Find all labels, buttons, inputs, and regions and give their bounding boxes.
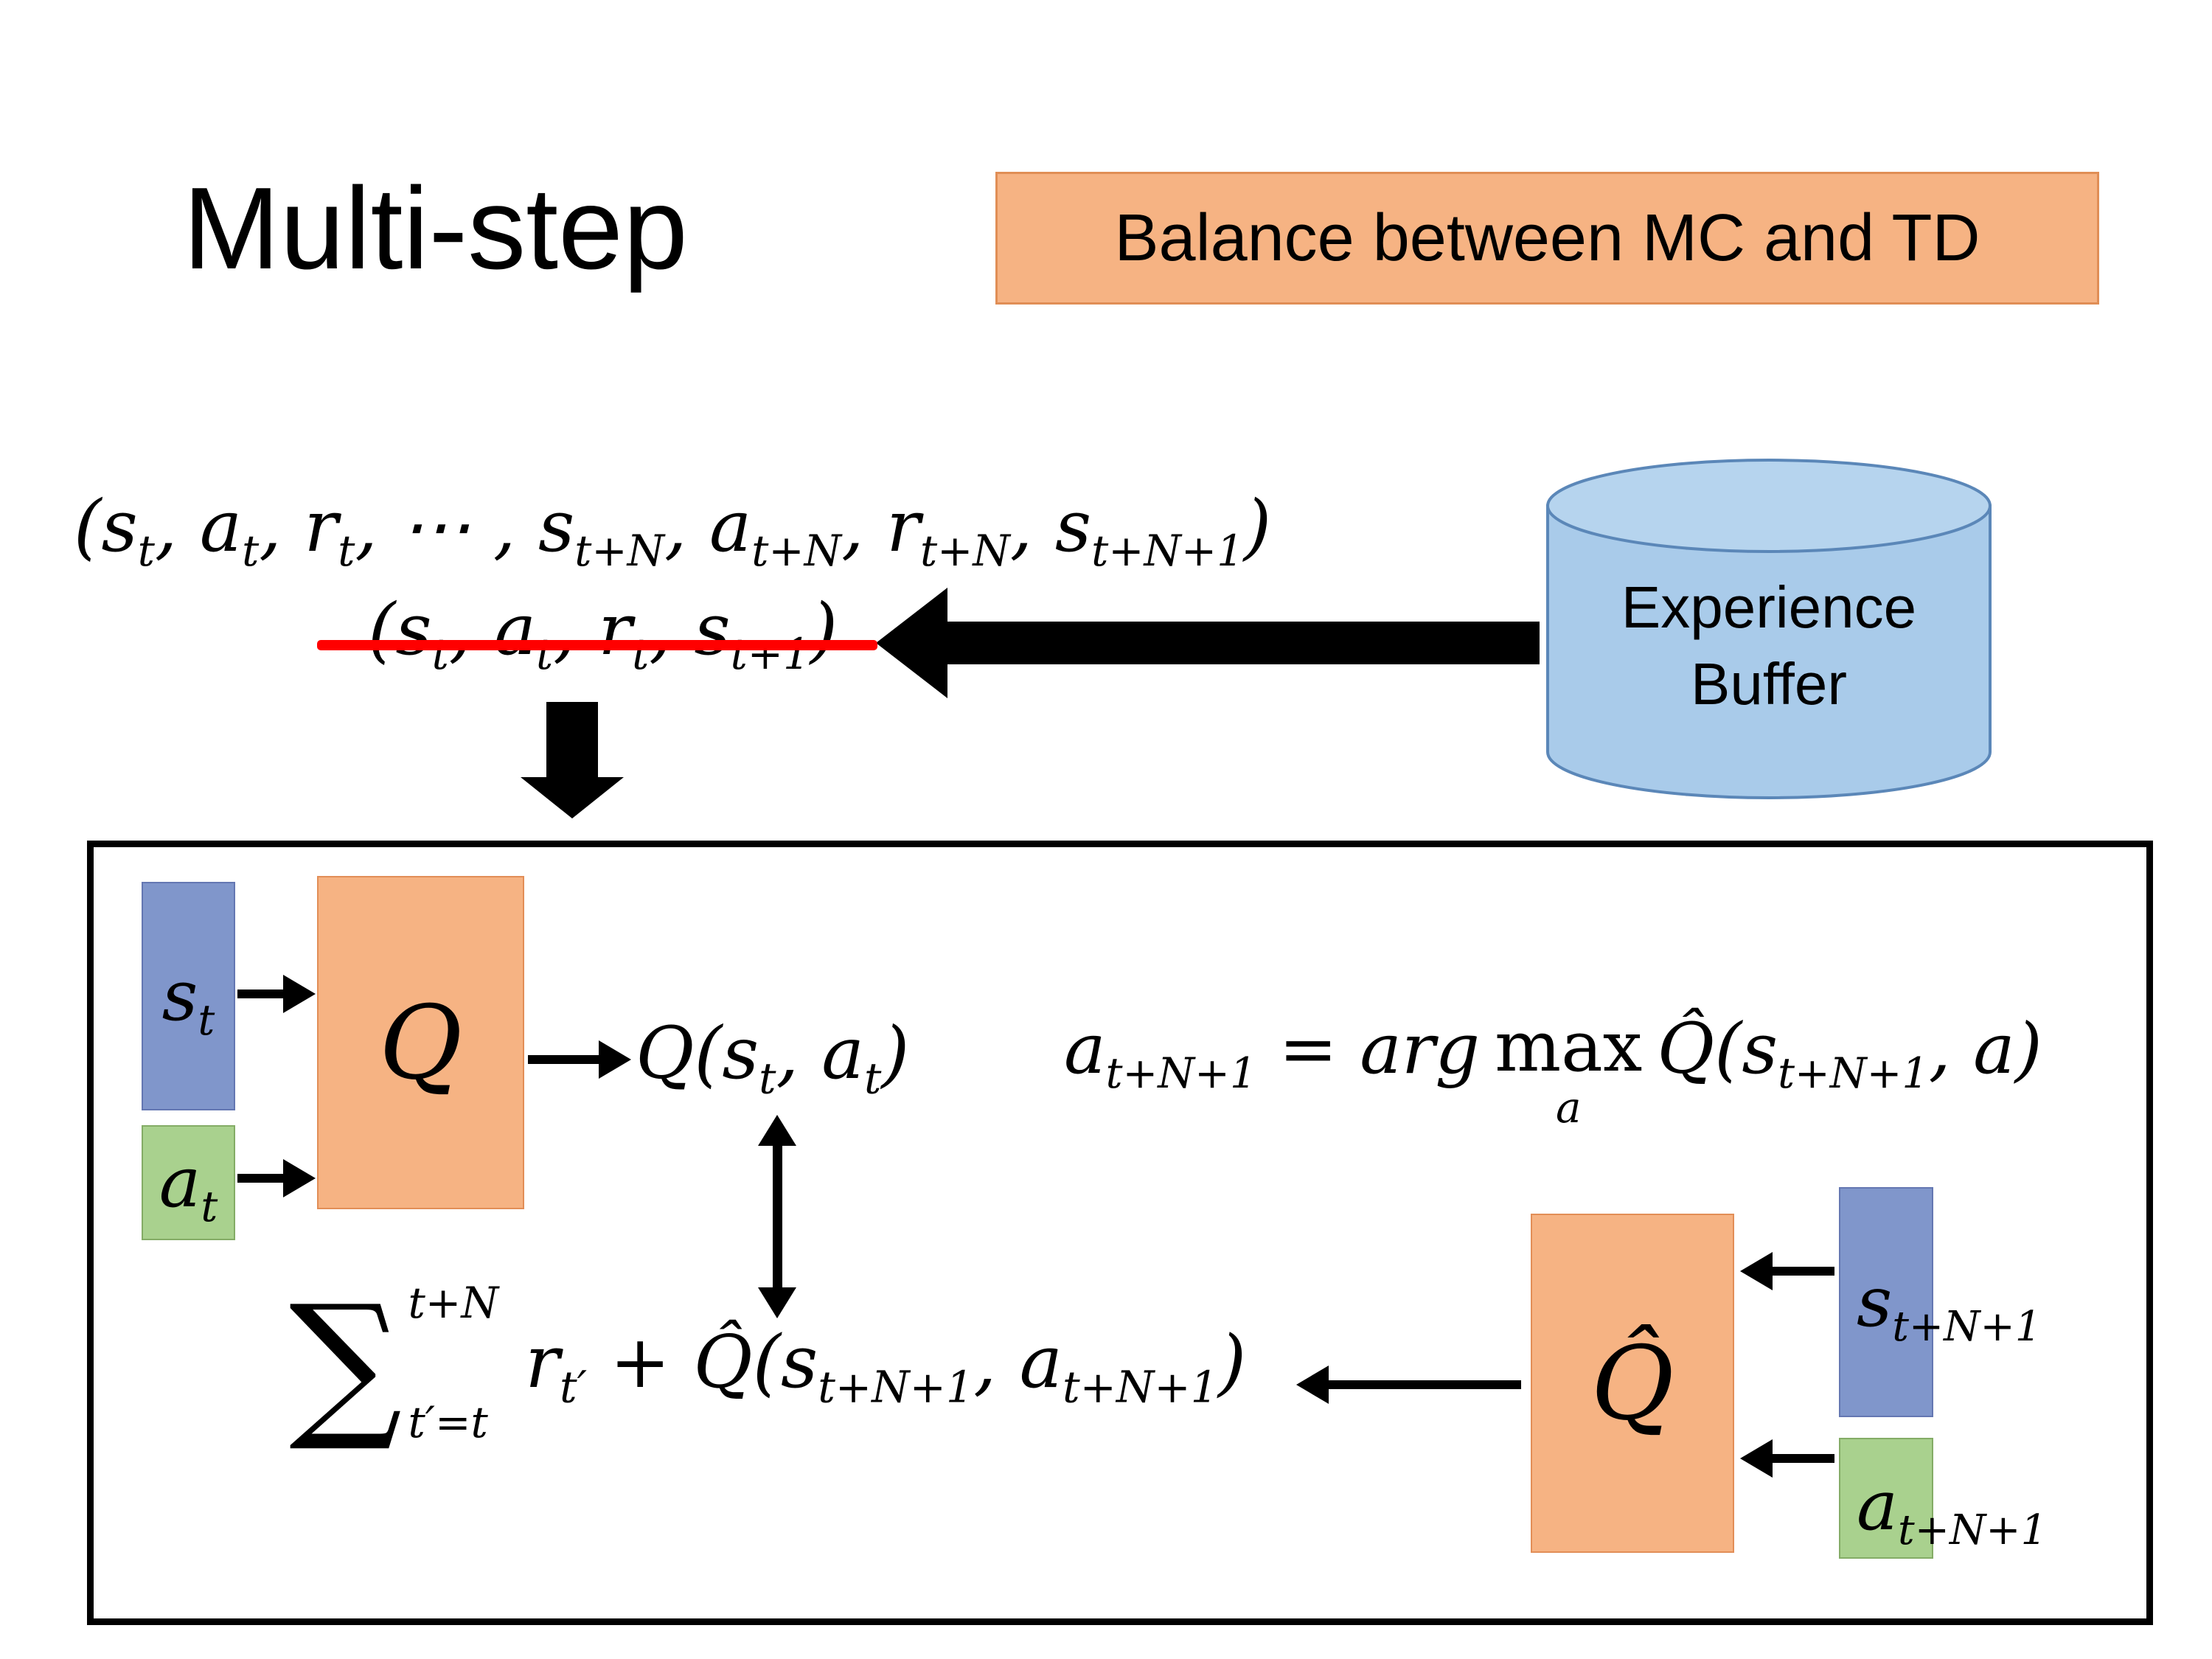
- experience-buffer-label: Experience Buffer: [1540, 569, 1998, 723]
- page-title: Multi-step: [183, 164, 688, 293]
- arrow-head-left-icon: [1296, 1366, 1329, 1404]
- multi-step-tuple: (st, at, rt, ⋯ , st+N, at+N, rt+N, st+N+…: [74, 485, 1272, 577]
- node-action-at-label: at: [159, 1142, 218, 1231]
- node-qhat-network: Q̂: [1531, 1214, 1734, 1553]
- arrow-shaft: [1773, 1267, 1834, 1276]
- node-action-atN1-label: at+N+1: [1857, 1466, 2048, 1554]
- node-q-network-label: Q: [378, 983, 463, 1102]
- sum-lower-limit: t′=t: [408, 1397, 488, 1447]
- banner-balance-mc-td: Balance between MC and TD: [995, 172, 2099, 305]
- arrow-head-right-icon: [599, 1040, 631, 1079]
- arrow-shaft: [1773, 1454, 1834, 1463]
- node-action-at: at: [142, 1125, 235, 1240]
- arrow-shaft: [237, 1174, 283, 1183]
- experience-buffer-cylinder-icon: [1546, 459, 1992, 799]
- argmax-operator-stack: max a: [1495, 1009, 1642, 1129]
- argmax-equation: at+N+1 = arg max a Q̂(st+N+1, a): [1064, 1009, 2042, 1129]
- multi-step-return-expression: ∑ t+N t′=t rt′ + Q̂(st+N+1, at+N+1): [289, 1274, 1246, 1451]
- arrow-shaft: [546, 702, 598, 777]
- arrow-head-left-icon: [1740, 1439, 1773, 1478]
- node-q-network: Q: [317, 876, 524, 1209]
- arrow-head-down-icon: [521, 777, 624, 818]
- argmax-operator: max: [1495, 1006, 1643, 1088]
- arrow-shaft: [947, 622, 1540, 664]
- arrow-q-to-qvalue: [528, 1040, 631, 1079]
- banner-label: Balance between MC and TD: [1114, 201, 1980, 275]
- sum-body: rt′ + Q̂(st+N+1, at+N+1): [525, 1321, 1247, 1413]
- arrow-head-right-icon: [283, 1159, 316, 1197]
- arrow-head-left-icon: [876, 588, 947, 698]
- single-step-tuple: (st, at, rt, st+1): [367, 588, 838, 680]
- arrow-qvalue-target-compare: [758, 1115, 796, 1318]
- arrow-at-to-q: [237, 1159, 316, 1197]
- node-state-st-label: st: [161, 956, 215, 1045]
- q-value-expression: Q(st, at): [636, 1012, 910, 1104]
- arrow-head-down-icon: [758, 1287, 796, 1318]
- node-state-st: st: [142, 882, 235, 1110]
- node-action-atN1: [1839, 1438, 1933, 1559]
- argmax-suffix: Q̂(st+N+1, a): [1657, 1009, 2042, 1098]
- arrow-stN1-to-qhat: [1740, 1252, 1834, 1290]
- sum-upper-limit: t+N: [408, 1278, 499, 1328]
- experience-buffer-line1: Experience: [1621, 574, 1917, 640]
- arrow-atN1-to-qhat: [1740, 1439, 1834, 1478]
- arrow-head-right-icon: [283, 975, 316, 1013]
- arrow-shaft: [237, 990, 283, 998]
- arrow-buffer-to-tuple: [876, 588, 1540, 698]
- sum-limits: t+N t′=t: [408, 1278, 498, 1447]
- arrow-shaft: [772, 1146, 782, 1287]
- node-state-stN1: [1839, 1187, 1933, 1417]
- network-diagram-frame: [87, 841, 2153, 1625]
- experience-buffer-line2: Buffer: [1691, 651, 1847, 717]
- node-state-stN1-label: st+N+1: [1857, 1262, 2042, 1351]
- arrow-shaft: [528, 1055, 599, 1064]
- arrow-qhat-to-target: [1296, 1366, 1521, 1404]
- node-qhat-network-label: Q̂: [1590, 1324, 1674, 1443]
- strikethrough-line: [317, 640, 877, 650]
- argmax-prefix: at+N+1 = arg: [1064, 1009, 1481, 1098]
- arrow-head-left-icon: [1740, 1252, 1773, 1290]
- arrow-shaft: [1329, 1380, 1521, 1389]
- argmax-under: a: [1555, 1082, 1582, 1133]
- arrow-st-to-q: [237, 975, 316, 1013]
- arrow-tuple-to-network: [521, 702, 624, 820]
- sum-sigma: ∑: [289, 1270, 403, 1455]
- arrow-head-up-icon: [758, 1115, 796, 1146]
